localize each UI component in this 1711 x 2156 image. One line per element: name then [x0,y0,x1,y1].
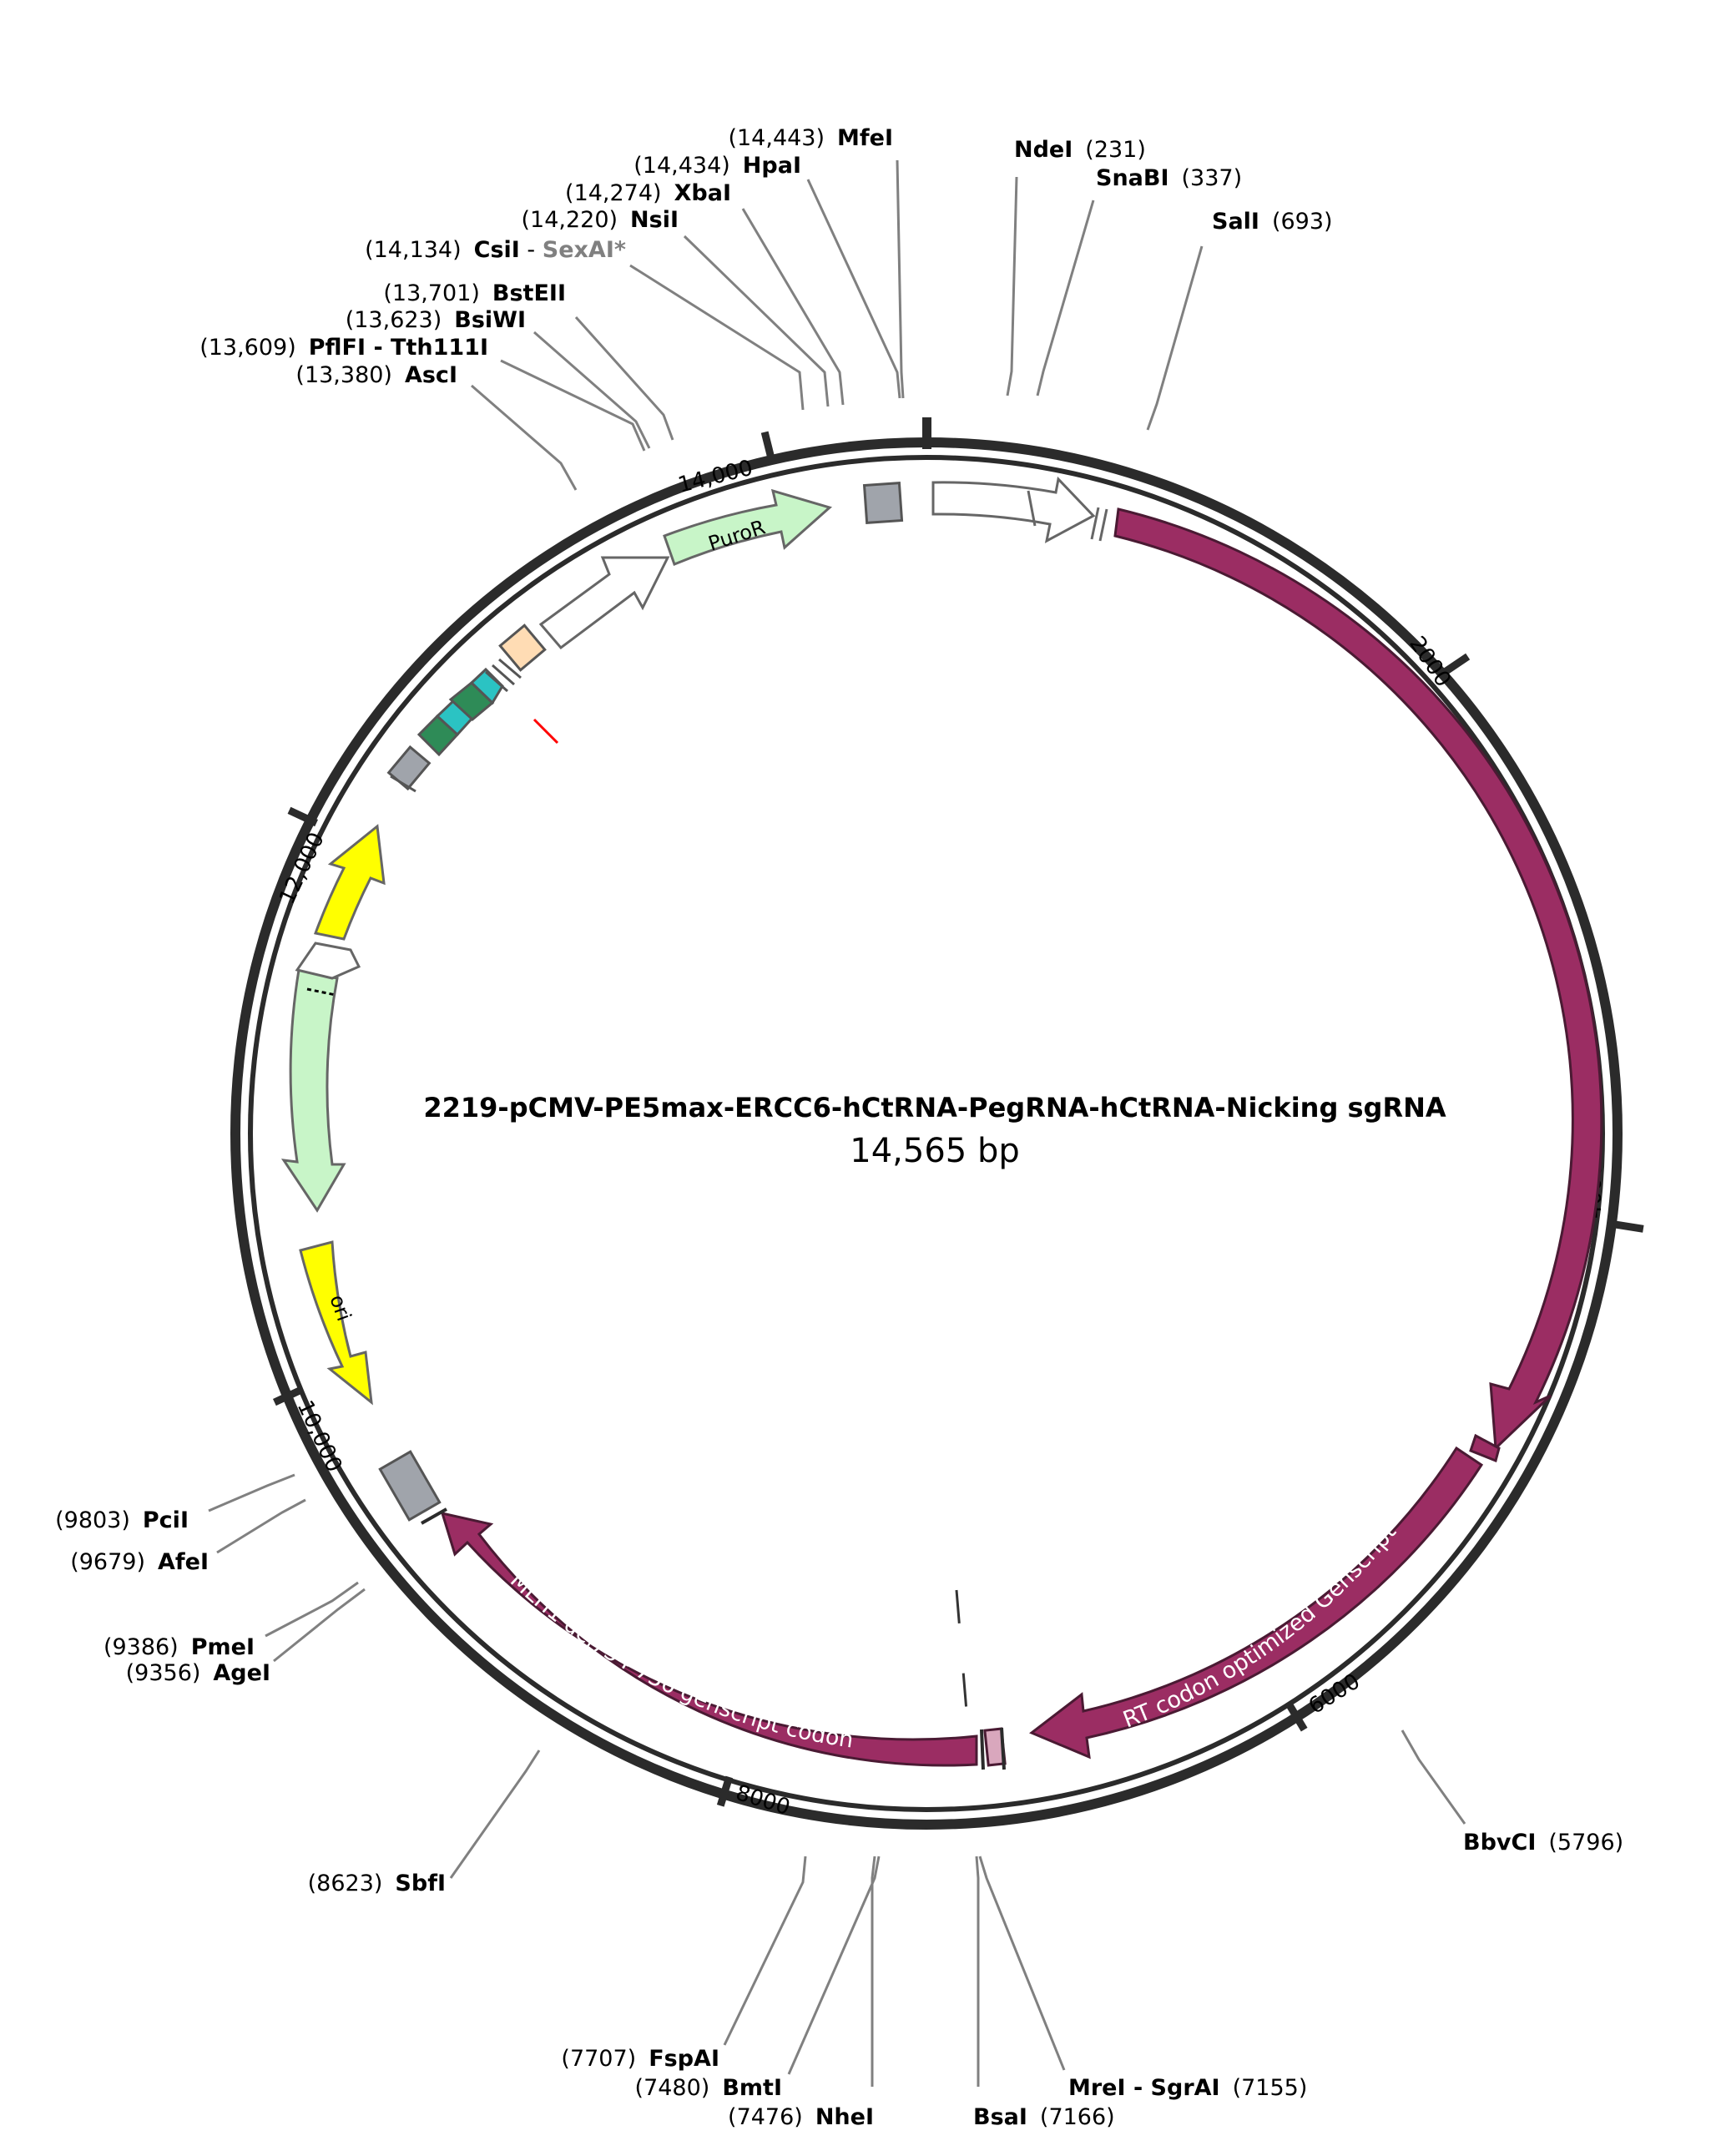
site-label-xbai: (14,274)XbaI [565,180,731,206]
white-arrow-1 [538,556,670,650]
cas9-feature[interactable] [1113,507,1603,1452]
cluster-marker-a [485,670,508,693]
pre-cas9-marker-a [1090,507,1100,540]
grey-element-3 [862,481,904,525]
site-label-nsii: (14,220)NsiI [521,207,679,233]
site-label-asci: (13,380)AscI [295,362,457,388]
rt-feature[interactable] [1029,1446,1484,1760]
site-label-bsai: BsaI(7166) [973,2104,1115,2130]
white-arrow-2 [931,476,1096,543]
site-label-csii-sexai: (14,134)CsiI - SexAI* [365,237,626,263]
site-label-agei: (9356)AgeI [126,1660,270,1686]
site-label-mrei-sgrai: MreI - SgrAI(7155) [1068,2075,1307,2101]
tick-6000 [1285,1701,1308,1732]
puror-feature[interactable] [663,488,833,566]
tick-8000 [716,1775,734,1807]
site-label-snabi: SnaBI(337) [1096,165,1242,191]
tick-10000 [272,1386,304,1406]
site-label-afei: (9679)AfeI [70,1549,209,1575]
site-label-pcii: (9803)PciI [55,1507,189,1533]
red-marker [532,718,559,745]
plasmid-length: 14,565 bp [850,1132,1019,1170]
site-label-sbfi: (8623)SbfI [308,1871,446,1896]
site-label-pmei: (9386)PmeI [103,1634,255,1660]
tick-12000 [287,806,319,827]
mlh1-feature[interactable] [440,1511,978,1767]
tick-label-6000: 6000 [1305,1669,1365,1719]
small-marker-b [980,1729,985,1770]
site-label-fspai: (7707)FspAI [561,2046,719,2072]
site-label-bsiwi: (13,623)BsiWI [346,307,526,333]
peach-element [498,624,547,672]
ori-feature[interactable] [299,1240,373,1406]
linker-segment [1469,1433,1501,1463]
grey-element-1 [378,1450,442,1522]
site-leaders [208,159,1466,2087]
tick-4000 [1613,1220,1644,1233]
pre-cas9-marker-b [1098,508,1108,542]
grey-element-1-marker [421,1507,447,1525]
site-label-bmti: (7480)BmtI [635,2075,782,2101]
tick-label-8000: 8000 [733,1780,793,1820]
white-small-arrow [295,942,361,980]
dashed-marker [955,1589,968,1712]
rt-label: RT codon optimized Genscript [1119,1519,1401,1733]
origin-marker [922,417,931,449]
site-label-sali: SalI(693) [1212,209,1333,235]
grey-element-2-marker [390,775,416,793]
grey-element-2 [386,745,432,791]
site-label-pflfi-tth111i: (13,609)PflFI - Tth111I [199,335,488,361]
site-label-ndei: NdeI(231) [1014,137,1146,163]
cluster-marker-b [492,664,515,686]
yellow-feature-2[interactable] [313,824,386,941]
plasmid-title: 2219-pCMV-PE5max-ERCC6-hCtRNA-PegRNA-hCt… [423,1092,1446,1123]
site-label-hpai: (14,434)HpaI [633,153,801,179]
mlh1-label: MLH1 del754-756 genscript codon [505,1568,855,1754]
site-label-bbvci: BbvCI(5796) [1463,1830,1623,1856]
tick-2000 [1441,653,1471,677]
site-label-mfei: (14,443)MfeI [728,125,893,151]
small-marker-a [1000,1727,1006,1770]
light-green-feature[interactable] [280,968,346,1213]
site-label-bsteii: (13,701)BstEII [383,280,566,306]
tick-marks [272,431,1644,1807]
tick-14000 [760,431,776,462]
white-arrow-2-divider [1027,490,1037,527]
cluster-marker-c [498,658,522,679]
site-label-nhei: (7476)NheI [728,2104,874,2130]
